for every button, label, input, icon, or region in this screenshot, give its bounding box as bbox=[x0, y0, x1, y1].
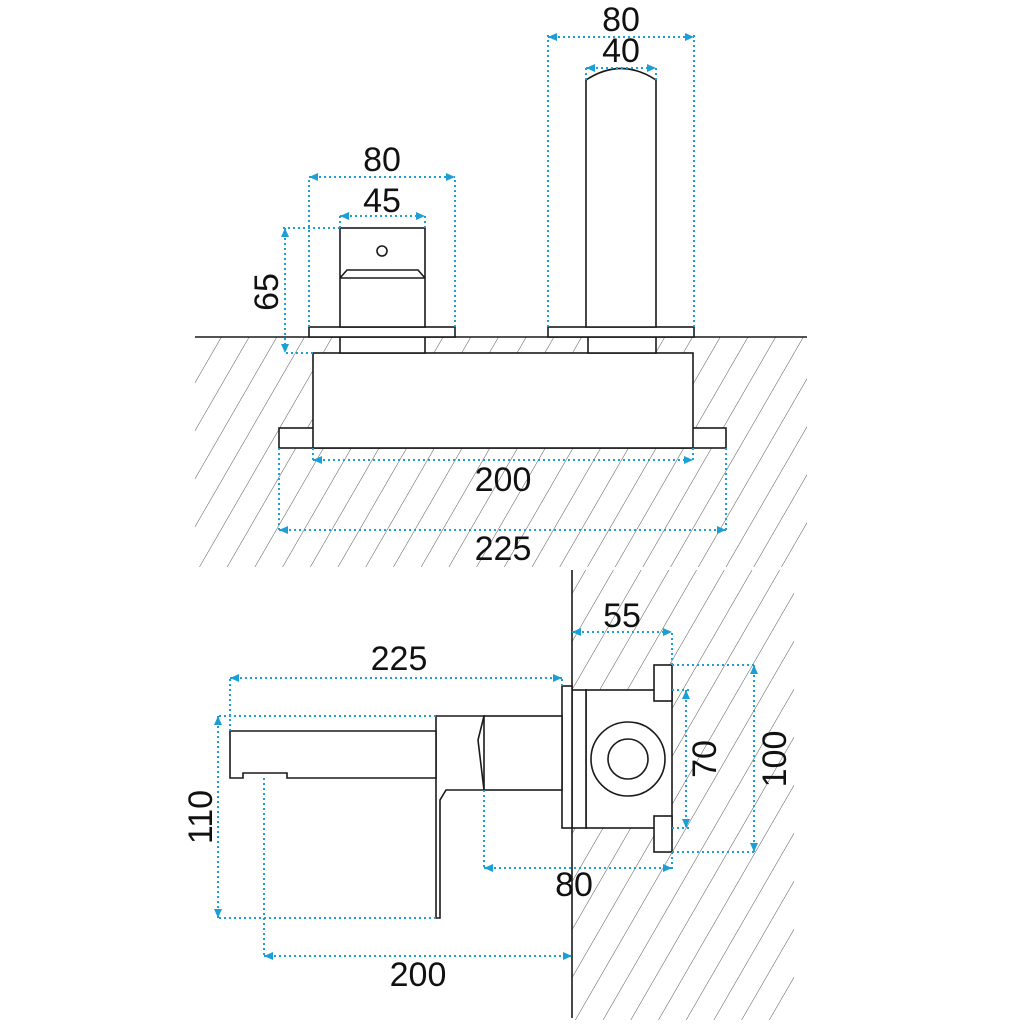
top-handle-plate bbox=[308, 326, 456, 338]
dim-top-45: 45 bbox=[339, 182, 426, 228]
top-handle-lever-line bbox=[339, 269, 426, 279]
dim-label-top-45: 45 bbox=[363, 182, 401, 220]
dim-side-100: 100 bbox=[672, 664, 794, 853]
side-valve-inner-ring bbox=[607, 738, 649, 780]
dim-top-80-left: 80 bbox=[308, 141, 456, 327]
dim-label-side-110: 110 bbox=[182, 790, 220, 844]
dim-side-70: 70 bbox=[672, 689, 724, 829]
side-mount-tab-top bbox=[653, 664, 673, 702]
dim-top-65: 65 bbox=[248, 227, 340, 354]
dim-side-110: 110 bbox=[182, 715, 436, 919]
dim-side-80: 80 bbox=[483, 790, 673, 904]
dim-side-200: 200 bbox=[263, 778, 572, 994]
dim-top-80-right: 80 bbox=[547, 1, 695, 327]
dim-label-top-225: 225 bbox=[475, 530, 532, 568]
dim-label-top-200: 200 bbox=[475, 461, 532, 499]
dim-side-55: 55 bbox=[572, 597, 673, 665]
dim-top-225: 225 bbox=[278, 448, 727, 568]
dim-label-side-55: 55 bbox=[603, 597, 641, 635]
dim-top-40: 40 bbox=[585, 32, 657, 80]
dim-label-top-65: 65 bbox=[248, 273, 286, 311]
top-view: 80 45 65 80 bbox=[195, 1, 807, 568]
top-spout-stem bbox=[587, 336, 657, 354]
dim-label-side-70: 70 bbox=[686, 740, 724, 778]
side-wall-plate bbox=[561, 685, 573, 829]
side-handle-lever bbox=[435, 715, 486, 919]
top-concealed-body bbox=[312, 352, 694, 449]
dim-label-side-225: 225 bbox=[371, 640, 428, 678]
dim-label-side-100: 100 bbox=[756, 731, 794, 788]
side-mount-tab-bottom bbox=[653, 815, 673, 853]
side-spout bbox=[229, 730, 437, 779]
top-spout-plate bbox=[547, 326, 695, 338]
dim-label-side-200: 200 bbox=[390, 956, 447, 994]
dim-label-side-80: 80 bbox=[555, 866, 593, 904]
dim-side-225: 225 bbox=[229, 640, 563, 731]
dim-label-top-80-left: 80 bbox=[363, 141, 401, 179]
top-spout-body bbox=[585, 67, 657, 328]
dim-top-200: 200 bbox=[312, 448, 694, 499]
side-handle-sleeve bbox=[483, 715, 563, 791]
side-view: 225 55 70 100 bbox=[182, 570, 794, 1020]
side-wall-flange bbox=[571, 689, 587, 829]
dim-label-top-40: 40 bbox=[602, 32, 640, 70]
top-handle-stem bbox=[339, 336, 426, 354]
dim-label-top-80-right: 80 bbox=[602, 1, 640, 39]
top-handle-screw-icon bbox=[376, 245, 388, 257]
